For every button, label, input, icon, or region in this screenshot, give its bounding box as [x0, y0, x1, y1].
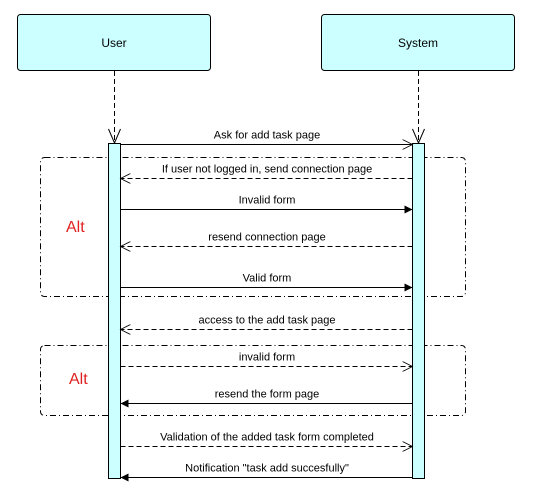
message-9[interactable]: Validation of the added task form comple… [120, 432, 413, 447]
alt-fragment-1: Alt [40, 157, 466, 297]
alt-fragment-2: Alt [40, 345, 466, 416]
message-label: resend the form page [215, 389, 320, 401]
participant-label-system: System [398, 36, 438, 50]
message-2[interactable]: If user not logged in, send connection p… [121, 164, 413, 179]
message-label: access to the add task page [199, 315, 336, 327]
activation-bar-user [108, 143, 121, 479]
message-4[interactable]: resend connection page [121, 232, 413, 247]
message-1[interactable]: Ask for add task page [120, 130, 413, 145]
message-8[interactable]: resend the form page [120, 389, 413, 408]
message-5[interactable]: Valid form [120, 273, 413, 292]
messages-group: Ask for add task page If user not logged … [120, 130, 413, 482]
message-10[interactable]: Notification "task add succesfully" [120, 463, 413, 482]
message-label: Ask for add task page [214, 130, 320, 142]
message-label: invalid form [239, 352, 295, 364]
alt-fragment-label: Alt [69, 371, 88, 388]
message-label: Valid form [243, 273, 292, 285]
message-label: If user not logged in, send connection p… [162, 164, 372, 176]
activation-bar-system [412, 143, 425, 479]
message-label: resend connection page [208, 232, 325, 244]
message-6[interactable]: access to the add task page [121, 315, 413, 330]
message-7[interactable]: invalid form [120, 352, 413, 367]
message-label: Invalid form [239, 195, 296, 207]
participant-label-user: User [101, 36, 126, 50]
participant-user[interactable]: User [17, 14, 211, 71]
message-label: Validation of the added task form comple… [160, 432, 374, 444]
alt-fragment-label: Alt [66, 219, 85, 236]
message-label: Notification "task add succesfully" [185, 463, 349, 475]
message-3[interactable]: Invalid form [120, 195, 413, 214]
participant-system[interactable]: System [321, 14, 515, 71]
